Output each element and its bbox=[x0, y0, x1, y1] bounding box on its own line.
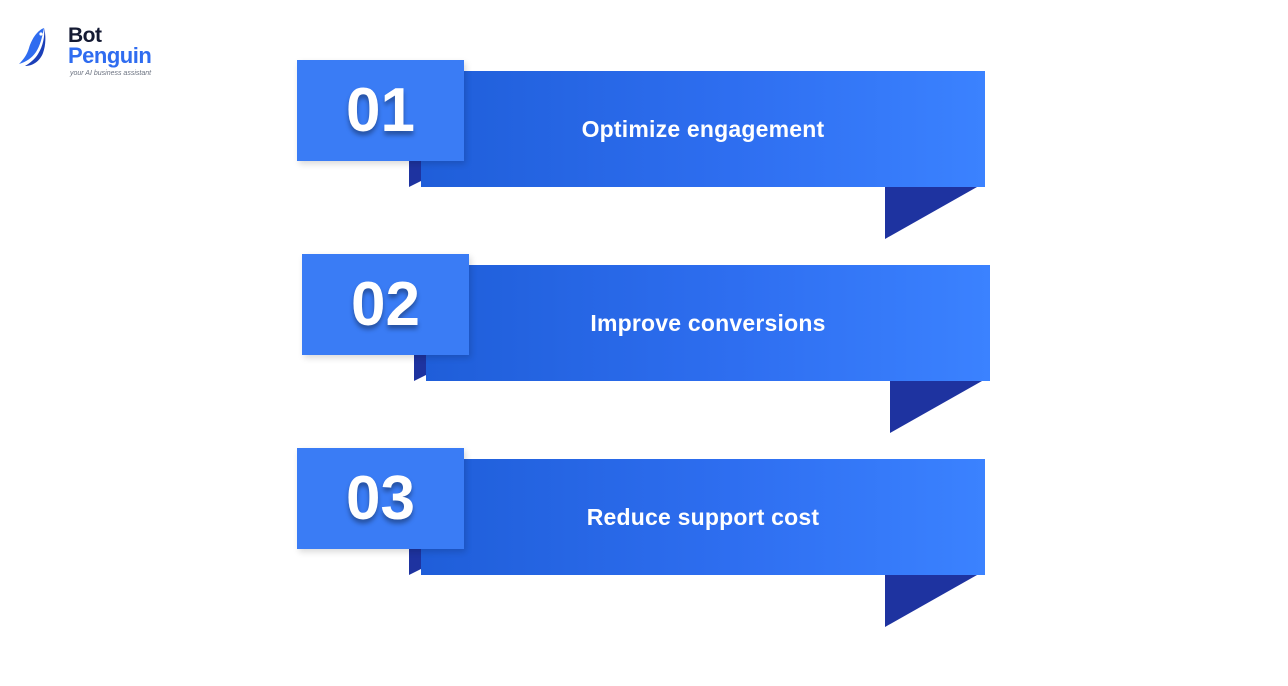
step-number: 01 bbox=[346, 76, 415, 145]
step-label: Optimize engagement bbox=[581, 115, 825, 142]
step-ribbon-3: Reduce support cost 03 bbox=[297, 448, 997, 638]
ribbon-fold-right bbox=[890, 381, 982, 433]
step-ribbon-1: Optimize engagement 01 bbox=[297, 60, 997, 250]
ribbon-fold-right bbox=[885, 575, 977, 627]
step-band: Optimize engagement bbox=[421, 71, 985, 187]
step-number-box: 02 bbox=[302, 254, 469, 355]
step-ribbon-2: Improve conversions 02 bbox=[302, 254, 1002, 444]
botpenguin-logo: Bot Penguin your AI business assistant bbox=[18, 24, 152, 84]
penguin-icon bbox=[19, 28, 46, 66]
step-number: 03 bbox=[346, 464, 415, 533]
step-number-box: 01 bbox=[297, 60, 464, 161]
step-label: Reduce support cost bbox=[586, 503, 820, 530]
step-band: Improve conversions bbox=[426, 265, 990, 381]
step-number: 02 bbox=[351, 270, 420, 339]
logo-text-bot: Bot bbox=[68, 24, 102, 47]
step-band: Reduce support cost bbox=[421, 459, 985, 575]
step-label: Improve conversions bbox=[590, 309, 826, 336]
logo-text-penguin: Penguin bbox=[68, 43, 152, 68]
ribbon-fold-right bbox=[885, 187, 977, 239]
logo-tagline: your AI business assistant bbox=[70, 70, 152, 77]
step-number-box: 03 bbox=[297, 448, 464, 549]
